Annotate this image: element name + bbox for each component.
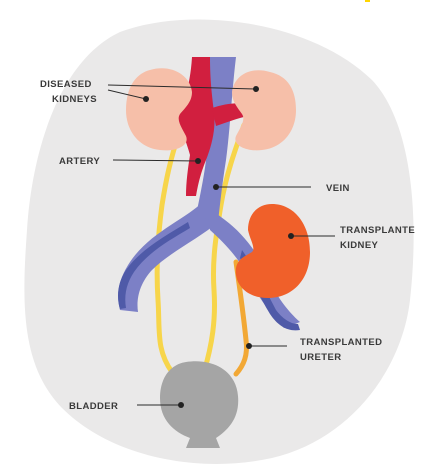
label-bladder: BLADDER [69,401,118,412]
label-vein: VEIN [326,183,350,194]
dot-vein [213,184,219,190]
label-artery: ARTERY [59,156,100,167]
dot-diseased-kidney-left [143,96,149,102]
top-accent-mark [365,0,370,2]
label-transplanted-kidney-line1: TRANSPLANTE [340,225,415,236]
label-transplanted-ureter-line1: TRANSPLANTED [300,337,382,348]
dot-transplanted-ureter [246,343,252,349]
label-transplanted-ureter-line2: URETER [300,352,341,363]
dot-transplanted-kidney [288,233,294,239]
label-transplanted-kidney-line2: KIDNEY [340,240,379,251]
dot-artery [195,158,201,164]
dot-bladder [178,402,184,408]
dot-diseased-kidney-right [253,86,259,92]
label-diseased-kidneys-line1: DISEASED [40,79,92,90]
label-diseased-kidneys-line2: KIDNEYS [52,94,97,105]
